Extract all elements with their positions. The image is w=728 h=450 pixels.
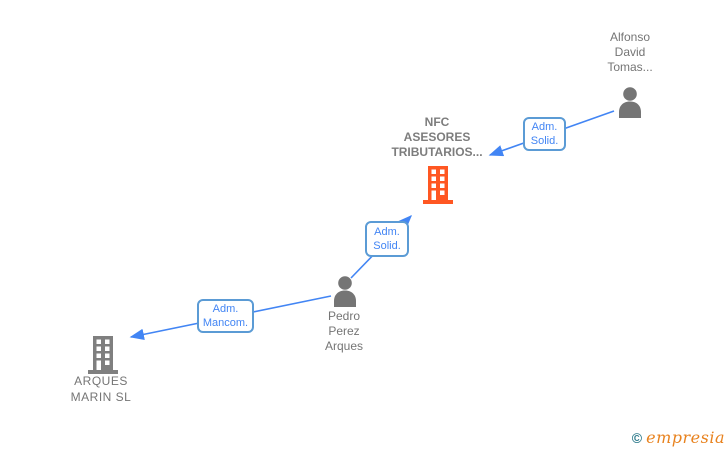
node-label-line: TRIBUTARIOS... bbox=[391, 145, 483, 159]
node-label-line: ASESORES bbox=[403, 130, 471, 144]
node-label-line: Alfonso bbox=[609, 30, 651, 44]
edge-label-line: Solid. bbox=[373, 240, 401, 252]
node-label-line: Tomas... bbox=[607, 60, 653, 74]
node-label-line: David bbox=[614, 45, 646, 59]
node-label-nfc[interactable]: NFC ASESORES TRIBUTARIOS... bbox=[352, 115, 522, 160]
edge-label-line: Solid. bbox=[530, 135, 559, 147]
person-icon[interactable] bbox=[615, 87, 645, 118]
edge-label-adm-mancom: Adm. Mancom. bbox=[197, 299, 254, 333]
node-label-line: NFC bbox=[424, 115, 450, 129]
empresia-logo: © empresia bbox=[632, 428, 725, 447]
building-icon-arques[interactable] bbox=[87, 336, 119, 374]
copyright-icon: © bbox=[631, 429, 643, 446]
edge-label-adm-solid-pedro: Adm. Solid. bbox=[365, 221, 409, 257]
person-icon[interactable] bbox=[330, 276, 360, 307]
node-label-arques[interactable]: ARQUES MARIN SL bbox=[41, 373, 161, 405]
node-label-line: ARQUES bbox=[74, 374, 128, 388]
edge-label-line: Adm. bbox=[374, 226, 400, 238]
node-label-line: Arques bbox=[324, 339, 364, 353]
node-label-line: Perez bbox=[328, 324, 360, 338]
edge-label-line: Adm. bbox=[212, 303, 239, 315]
node-label-alfonso[interactable]: Alfonso David Tomas... bbox=[560, 30, 700, 75]
node-label-line: MARIN SL bbox=[70, 390, 132, 404]
edge-label-line: Adm. bbox=[531, 121, 558, 133]
node-label-line: Pedro bbox=[327, 309, 361, 323]
edge-label-line: Mancom. bbox=[202, 317, 249, 329]
edge-label-adm-solid-alfonso: Adm. Solid. bbox=[523, 117, 566, 151]
node-label-pedro[interactable]: Pedro Perez Arques bbox=[284, 309, 404, 354]
building-icon-nfc[interactable] bbox=[422, 166, 454, 204]
empresia-brand-text: empresia bbox=[646, 428, 725, 447]
